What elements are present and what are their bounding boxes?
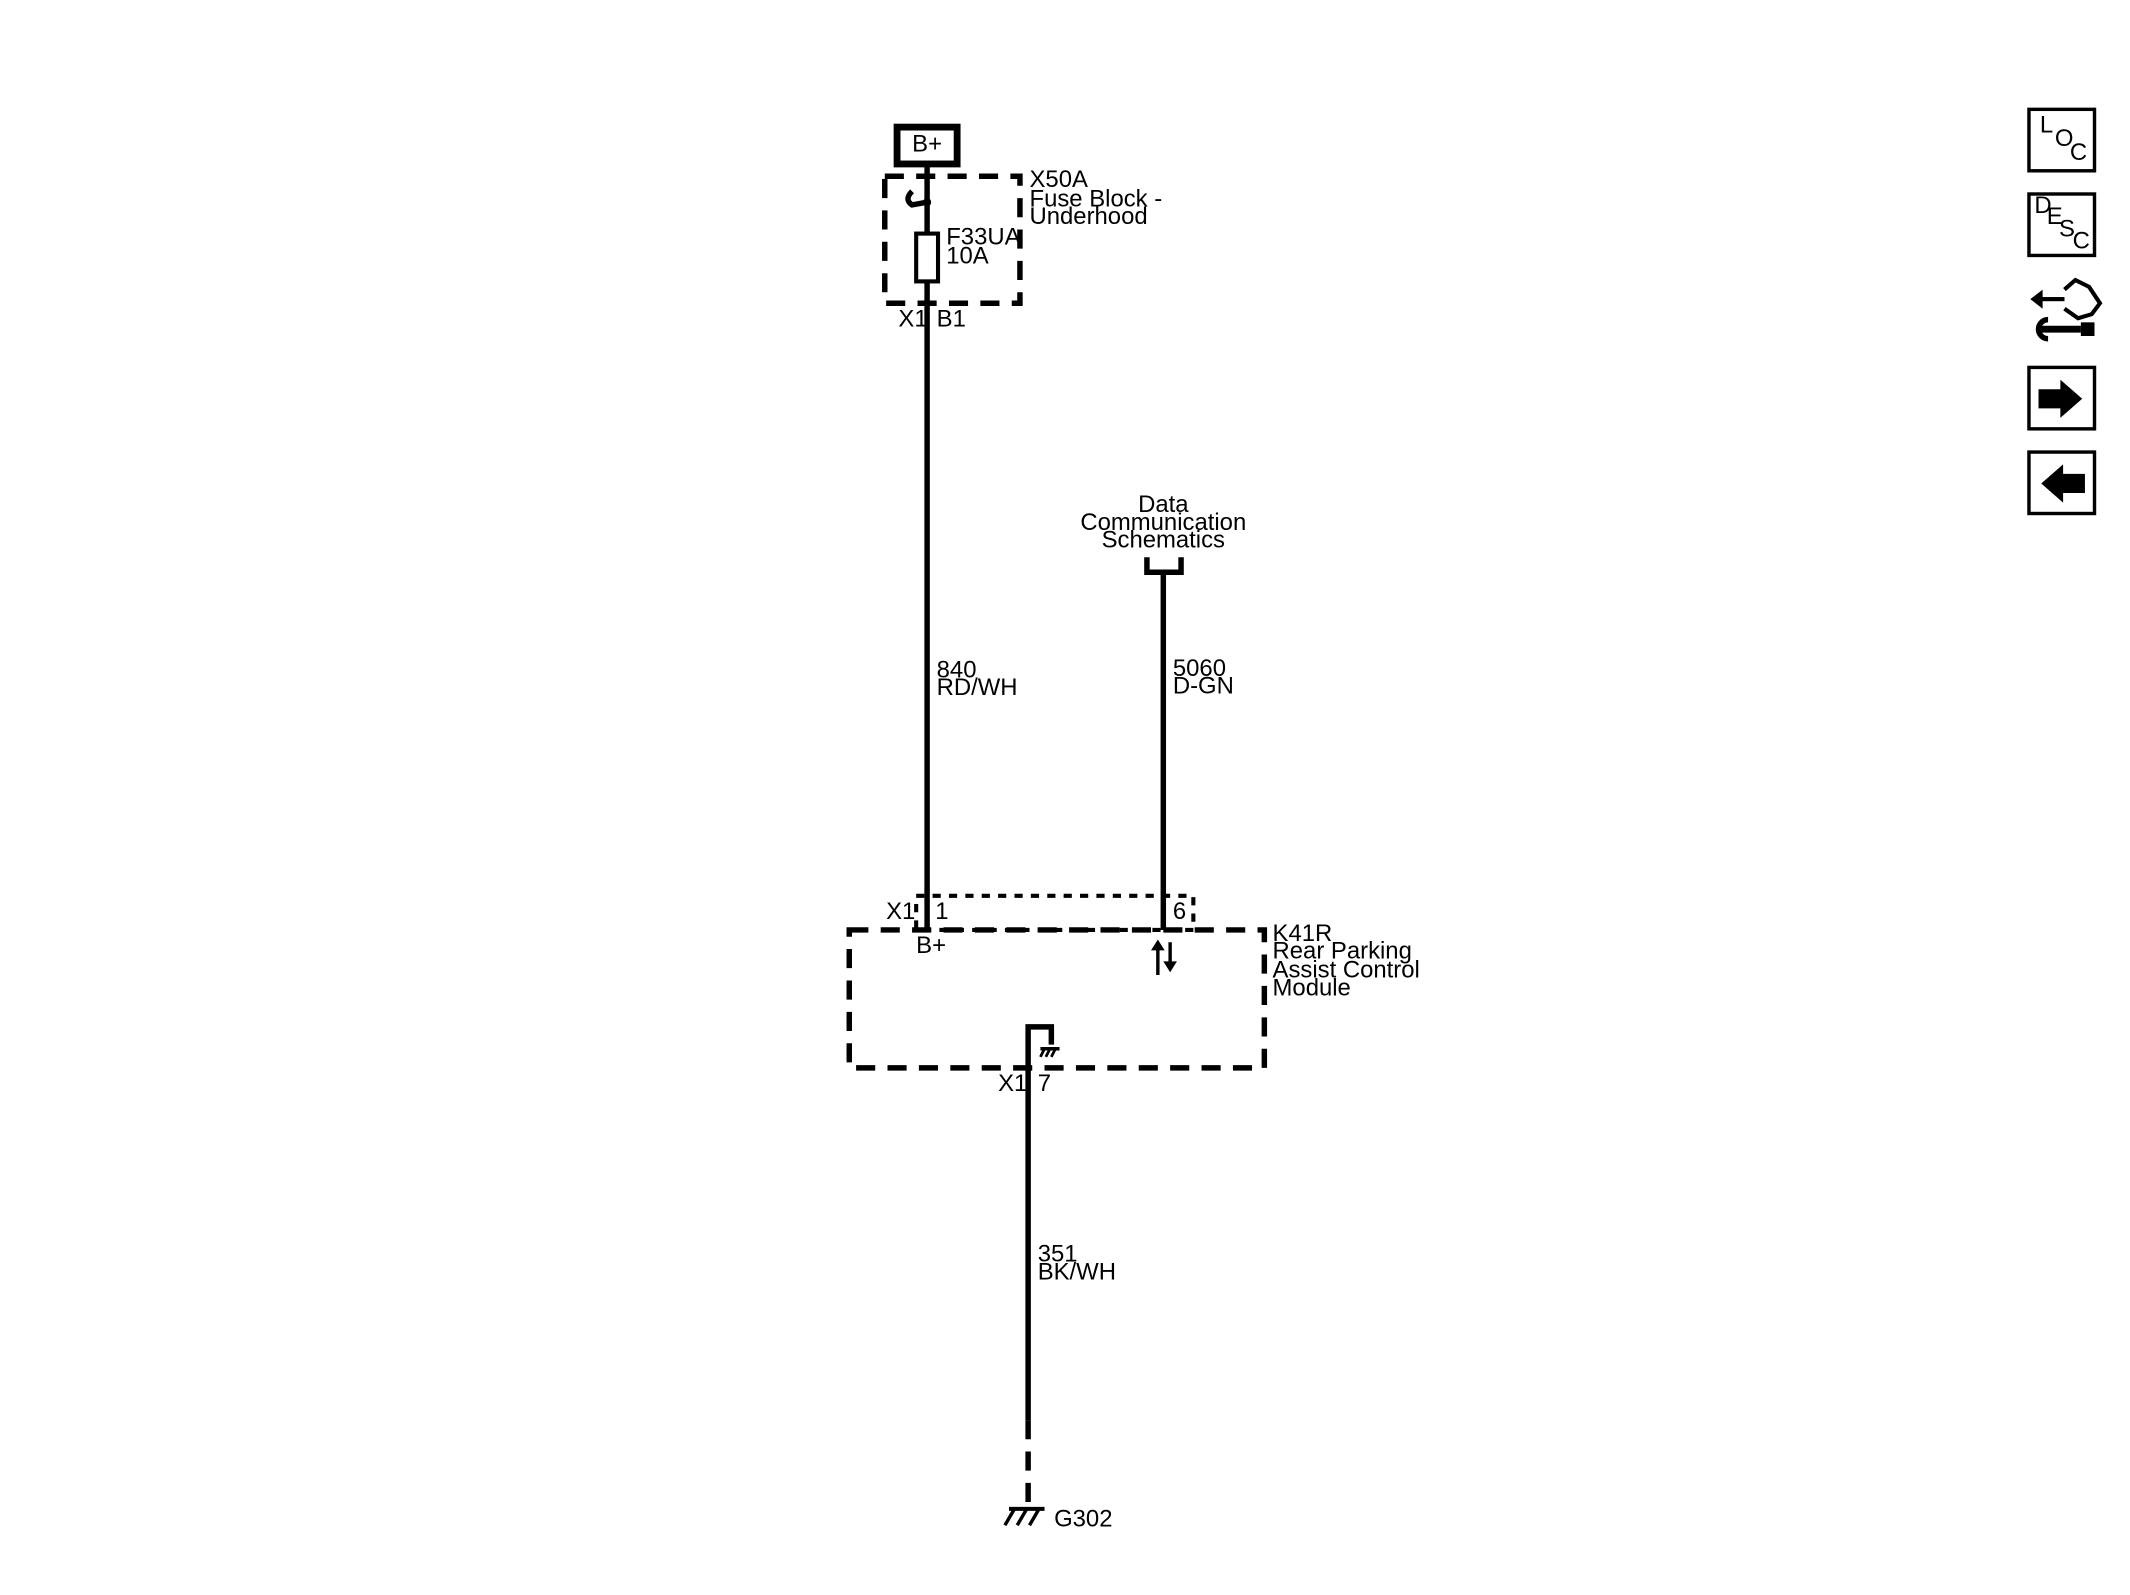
fuse-rating: 10A [946, 243, 989, 270]
wire-5060-color: D-GN [1173, 673, 1234, 700]
diagnostic-wrench-button[interactable] [2030, 277, 2103, 342]
loc-letter-o: O [2055, 125, 2074, 152]
ground-label: G302 [1054, 1506, 1112, 1533]
bus-tap-icon [905, 189, 928, 208]
fuse-id: F33UA [946, 224, 1020, 251]
power-source-label: B+ [912, 131, 942, 158]
data-communication-reference: Data Communication Schematics [1080, 491, 1246, 575]
wire-351-color: BK/WH [1038, 1258, 1116, 1285]
module-connector-x1-outline [914, 893, 1196, 932]
wire-351-circuit: 351 [1038, 1241, 1078, 1268]
module-name-line2: Assist Control [1273, 957, 1420, 984]
fuse-block-id: X50A [1030, 166, 1088, 193]
wire-5060-circuit: 5060 [1173, 655, 1226, 682]
module-pin-power: 1 [935, 898, 948, 925]
module-name-line3: Module [1273, 974, 1351, 1001]
arrow-left-icon [2041, 464, 2085, 503]
fuse-block-pin: B1 [937, 305, 966, 332]
module-k41r: X1 1 6 B+ K41R Rear Parking Assist Contr… [846, 893, 1420, 1097]
desc-letter-e: E [2047, 203, 2063, 230]
ground-g302: G302 [1003, 1506, 1112, 1533]
fuse-icon [914, 231, 941, 284]
wire-840-color: RD/WH [937, 674, 1018, 701]
module-power-label: B+ [916, 932, 946, 959]
connector-wrench-icon [2030, 277, 2103, 342]
bidirectional-arrows-icon [1151, 939, 1177, 975]
nav-toolbar: L O C D E S C [2027, 107, 2103, 516]
location-button[interactable]: L O C [2027, 107, 2097, 173]
wire-5060: 5060 D-GN [1160, 572, 1234, 930]
previous-page-button[interactable] [2027, 450, 2097, 516]
fuse-block-name-line1: Fuse Block - [1030, 185, 1163, 212]
data-link-line3: Schematics [1102, 527, 1225, 554]
data-link-line2: Communication [1080, 509, 1246, 536]
data-link-line1: Data [1138, 491, 1189, 518]
module-id: K41R [1273, 920, 1333, 947]
fuse-block-outline [882, 173, 1023, 306]
wire-840-circuit: 840 [937, 656, 977, 683]
internal-ground-icon [1025, 1024, 1060, 1068]
module-pin-data: 6 [1173, 898, 1186, 925]
arrow-right-icon [2038, 379, 2083, 418]
wire-351: 351 BK/WH [1025, 1067, 1116, 1503]
fuse-block-connector: X1 [898, 305, 927, 332]
desc-letter-s: S [2059, 215, 2075, 242]
chassis-ground-icon [1003, 1506, 1045, 1527]
fuse-block-x50a: X50A Fuse Block - Underhood F33UA 10A X1… [882, 166, 1163, 332]
battery-power-source: B+ [893, 123, 961, 168]
loc-letter-l: L [2040, 112, 2053, 139]
module-pin-ground: 7 [1038, 1070, 1051, 1097]
module-bottom-connector: X1 [998, 1070, 1027, 1097]
wire-840: 840 RD/WH [924, 163, 1018, 930]
module-top-connector: X1 [886, 898, 915, 925]
page-reference-icon [1144, 557, 1184, 575]
next-page-button[interactable] [2027, 365, 2097, 431]
desc-letter-d: D [2034, 192, 2051, 219]
desc-letter-c: C [2073, 228, 2090, 255]
fuse-block-name-line2: Underhood [1030, 203, 1148, 230]
loc-letter-c: C [2070, 139, 2087, 166]
module-name-line1: Rear Parking [1273, 938, 1412, 965]
description-button[interactable]: D E S C [2027, 192, 2097, 258]
